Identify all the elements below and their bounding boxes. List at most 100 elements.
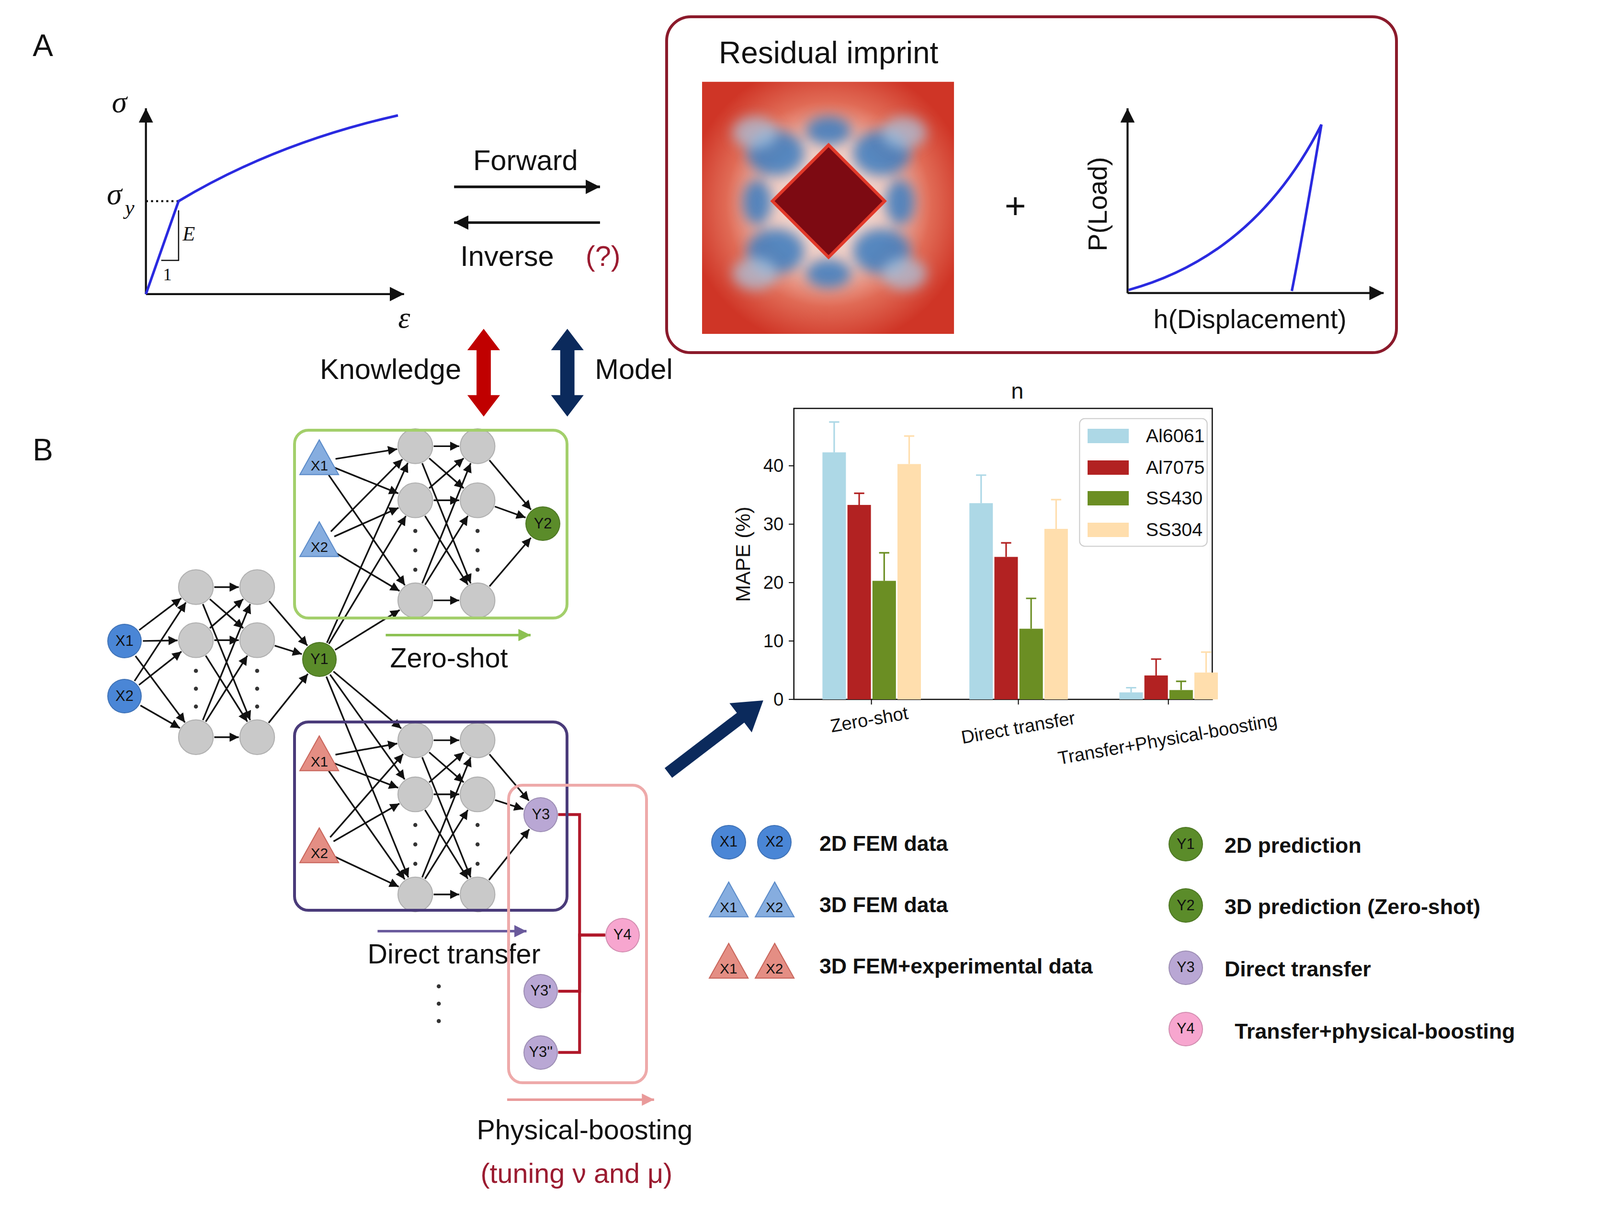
bracket-connector	[557, 934, 605, 991]
network-edge	[209, 599, 244, 629]
node-label: X2	[765, 834, 784, 850]
label: P(Load)	[1084, 157, 1112, 252]
box-heading: Residual imprint	[718, 37, 939, 69]
ellipsis-dot	[475, 861, 480, 866]
circle-node: Y3	[1168, 950, 1203, 985]
legend-text: SS304	[1146, 520, 1203, 539]
label: h(Displacement)	[1153, 306, 1347, 333]
label: y	[124, 196, 135, 218]
triangle-outline	[299, 439, 339, 475]
network-edge	[327, 462, 409, 643]
node-label: X2	[310, 539, 329, 555]
label: σ	[112, 86, 128, 118]
node-label: X2	[115, 688, 134, 704]
ellipsis-dot	[193, 704, 199, 709]
bar	[1044, 528, 1068, 700]
triangle-outline	[755, 881, 795, 917]
network-edge	[335, 448, 398, 459]
network-edge	[334, 507, 399, 537]
ellipsis-dot	[475, 547, 480, 553]
triangle-outline	[299, 521, 339, 557]
box-heading: Zero-shot	[389, 644, 508, 673]
neuron	[460, 876, 495, 912]
bar	[822, 452, 846, 700]
physical-boosting-arrow	[507, 1098, 655, 1101]
triangle-outline	[299, 827, 339, 863]
error-bar	[1051, 499, 1062, 529]
neuron	[460, 482, 495, 518]
circle-node: Y4	[605, 917, 640, 953]
legend-text: 3D prediction (Zero-shot)	[1224, 895, 1481, 918]
group-box: Physical-boosting(tuning ν and μ)Y3Y4Y3'…	[507, 783, 648, 1084]
legend-swatch	[1087, 428, 1129, 443]
tick	[788, 581, 795, 583]
legend-text: 3D FEM data	[819, 893, 948, 915]
label: 1	[162, 265, 172, 284]
ellipsis-dot	[255, 668, 260, 673]
forward-inverse-arrows	[453, 186, 601, 223]
triangle-outline	[299, 735, 339, 771]
label: (?)	[585, 241, 621, 271]
network-edge	[424, 515, 468, 585]
neuron	[178, 622, 214, 658]
circle-node: Y1	[302, 641, 337, 677]
zero-shot-arrow	[385, 633, 531, 636]
legend-swatch	[1087, 460, 1129, 475]
network-edge	[334, 467, 399, 494]
network-edge	[433, 599, 460, 601]
error-bar	[1125, 687, 1136, 693]
pointer-arrow	[668, 700, 764, 773]
label: 10	[763, 631, 784, 650]
network-edge	[429, 457, 464, 488]
node-label: Y3	[1176, 959, 1195, 975]
label: Direct transfer	[960, 708, 1078, 747]
neuron	[397, 876, 433, 912]
neuron	[397, 776, 433, 812]
ellipsis-dot	[193, 668, 199, 673]
ellipsis-dot	[413, 841, 418, 847]
node-label: Y4	[1176, 1021, 1195, 1036]
neuron	[239, 569, 275, 604]
ellipsis-dot	[475, 841, 480, 847]
label: σ	[106, 178, 123, 210]
triangle-outline	[709, 942, 749, 978]
continuation-dots	[436, 983, 442, 1023]
network-edge	[333, 803, 399, 841]
network-edge	[329, 753, 403, 838]
direct-transfer-arrow	[377, 929, 527, 932]
bar	[1169, 689, 1193, 700]
label: Knowledge	[319, 354, 462, 384]
tick	[788, 465, 795, 466]
label: 30	[763, 514, 784, 534]
stress-strain-plot	[146, 108, 405, 295]
network-edge	[140, 705, 181, 728]
tick	[788, 640, 795, 642]
legend-swatch	[1087, 522, 1129, 537]
bar	[847, 504, 872, 700]
circle-node: X2	[757, 824, 792, 860]
triangle-node: X2	[298, 520, 340, 558]
triangle-node: X2	[298, 826, 340, 864]
label: n	[1010, 379, 1024, 403]
tick	[788, 698, 795, 700]
circle-node: Y3''	[523, 1034, 558, 1070]
circle-node: Y3	[523, 796, 558, 832]
neuron	[178, 719, 214, 754]
network-edge	[489, 460, 532, 510]
box-heading: Direct transfer	[367, 940, 541, 968]
ellipsis-dot	[413, 822, 418, 828]
neuron	[239, 719, 275, 754]
legend-text: Al7075	[1146, 457, 1205, 477]
label: 0	[773, 689, 784, 708]
legend-swatch	[1087, 490, 1129, 506]
node-label: X1	[115, 633, 134, 649]
node-label: Y4	[613, 927, 632, 942]
bar-chart	[788, 408, 1218, 704]
node-label: X1	[310, 754, 329, 769]
ellipsis-dot	[255, 704, 260, 709]
network-edge	[329, 674, 405, 780]
legend-text: Al6061	[1146, 426, 1205, 445]
circle-node: Y1	[1168, 826, 1203, 862]
network-edge	[489, 537, 532, 586]
network-edge	[333, 551, 400, 591]
